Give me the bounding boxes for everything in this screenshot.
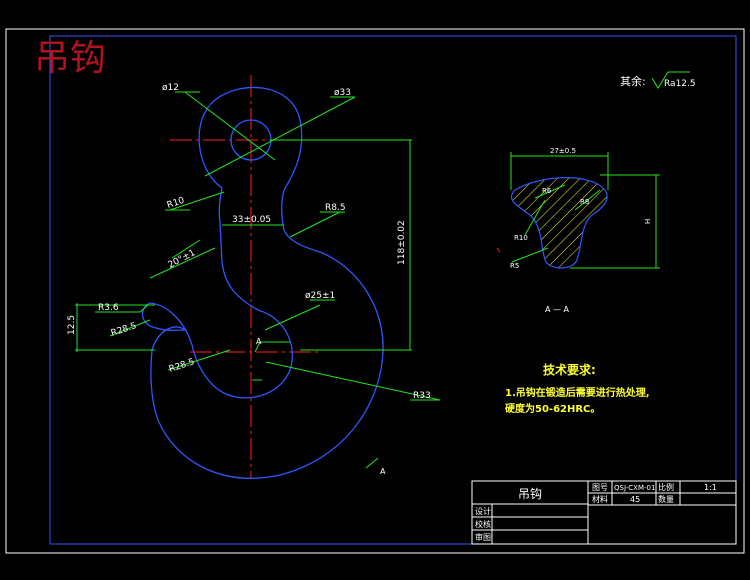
tb-drawing-no-label: 图号: [592, 483, 608, 492]
sec-dim-r2: R8: [580, 198, 589, 206]
sec-dim-w: 27±0.5: [550, 147, 576, 155]
small-tick: [496, 247, 501, 253]
mark-a2: A: [380, 467, 386, 476]
tb-name: 吊钩: [518, 487, 542, 501]
section-shape: [510, 177, 608, 269]
dim-r10: R10: [166, 196, 186, 211]
dim-d33: ø33: [334, 88, 351, 98]
sec-dim-r3: R10: [514, 234, 528, 242]
title-block: [471, 480, 737, 545]
section-dimensions: [510, 152, 660, 269]
dim-d25: ø25±1: [305, 291, 335, 301]
view-arrow: [365, 457, 379, 469]
dim-w33: 33±0.05: [232, 215, 271, 225]
tb-drawing-no: QSJ-CXM-01: [614, 484, 655, 492]
dim-d12: ø12: [162, 83, 179, 93]
dim-r8-5: R8.5: [325, 203, 346, 213]
dim-r33: R33: [413, 391, 431, 401]
section-label: A — A: [545, 305, 570, 314]
mark-a1: A: [256, 337, 262, 346]
tb-material-label: 材料: [592, 494, 608, 504]
tb-qty-label: 数量: [658, 494, 674, 504]
tb-approve-label: 审图: [475, 532, 491, 542]
dimension-texts: ø12 ø33 R10 R8.5 33±0.05 118±0.02 20°±1 …: [67, 83, 431, 401]
hook-marks: A A: [256, 337, 386, 476]
roughness-value: Ra12.5: [664, 79, 696, 89]
center-lines: [170, 75, 330, 478]
roughness-icon: [651, 71, 690, 89]
outer-frame: [5, 28, 745, 554]
dim-r28-5b: R28.5: [168, 357, 196, 375]
section-texts: 27±0.5 H R6 R8 R10 R5: [510, 147, 652, 270]
dim-r28-5a: R28.5: [110, 321, 138, 339]
sec-dim-r1: R6: [542, 187, 552, 195]
roughness-label: 其余:: [620, 74, 646, 88]
dimension-lines: [75, 91, 441, 401]
tb-material: 45: [630, 495, 640, 504]
tb-design-label: 设计: [475, 506, 491, 516]
sec-dim-h: H: [644, 219, 652, 224]
tech-heading: 技术要求:: [543, 362, 596, 377]
dim-h12-5: 12.5: [67, 315, 77, 335]
tb-check-label: 校核: [475, 519, 491, 529]
dim-r3-6: R3.6: [98, 303, 119, 313]
tb-scale: 1:1: [704, 483, 717, 492]
title-block-texts: 吊钩 图号 QSJ-CXM-01 比例 1:1 材料 45 数量 设计 校核 审…: [475, 482, 717, 542]
drawing-title: 吊钩: [34, 38, 106, 79]
dim-h118: 118±0.02: [397, 220, 407, 265]
tech-line2: 硬度为50-62HRC。: [505, 402, 600, 415]
sec-dim-r4: R5: [510, 262, 519, 270]
tb-scale-label: 比例: [658, 482, 674, 492]
tech-line1: 1.吊钩在锻造后需要进行热处理,: [505, 386, 650, 399]
inner-frame: [49, 35, 737, 545]
